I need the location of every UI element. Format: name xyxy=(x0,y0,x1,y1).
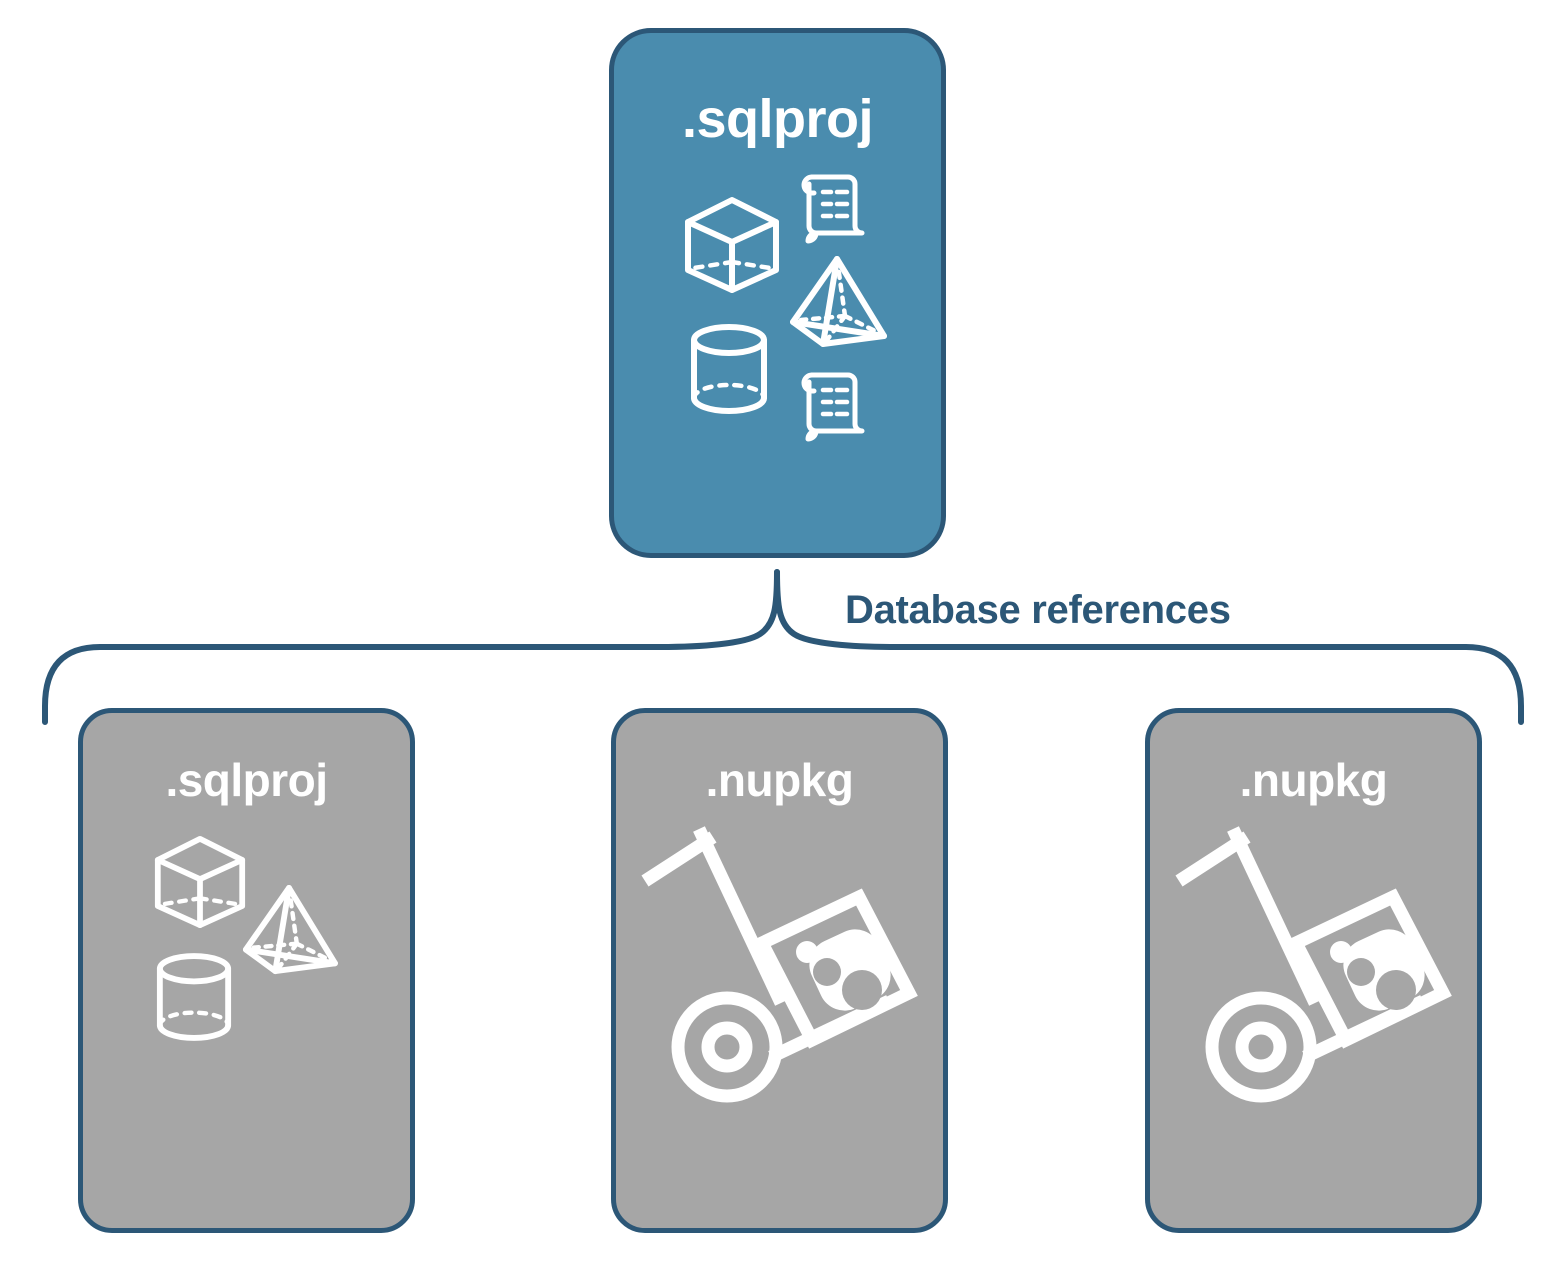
node-title: .nupkg xyxy=(1239,754,1388,806)
cylinder-icon xyxy=(156,953,231,1041)
node-reference-nupkg-2[interactable]: .nupkg xyxy=(1145,708,1482,1233)
pyramid-icon xyxy=(789,256,887,347)
reference-icon-group xyxy=(1169,821,1459,1111)
node-reference-nupkg-1[interactable]: .nupkg xyxy=(611,708,948,1233)
pyramid-icon xyxy=(242,884,338,975)
reference-icon-group xyxy=(635,821,925,1111)
node-title: .sqlproj xyxy=(165,754,328,806)
node-title: .nupkg xyxy=(705,754,854,806)
nuget-package-handtruck-icon xyxy=(640,826,918,1103)
scroll-icon xyxy=(801,174,864,244)
root-icon-group xyxy=(683,170,887,442)
cube-icon xyxy=(154,835,245,929)
node-sqlproj-root[interactable]: .sqlproj xyxy=(609,28,946,558)
reference-icon-group xyxy=(132,835,362,1095)
node-title: .sqlproj xyxy=(681,89,874,149)
cube-icon xyxy=(684,197,779,293)
cylinder-icon xyxy=(690,324,767,414)
connector-label: Database references xyxy=(845,588,1231,632)
nuget-package-handtruck-icon xyxy=(1174,826,1452,1103)
scroll-icon xyxy=(801,372,864,442)
node-reference-sqlproj[interactable]: .sqlproj xyxy=(78,708,415,1233)
